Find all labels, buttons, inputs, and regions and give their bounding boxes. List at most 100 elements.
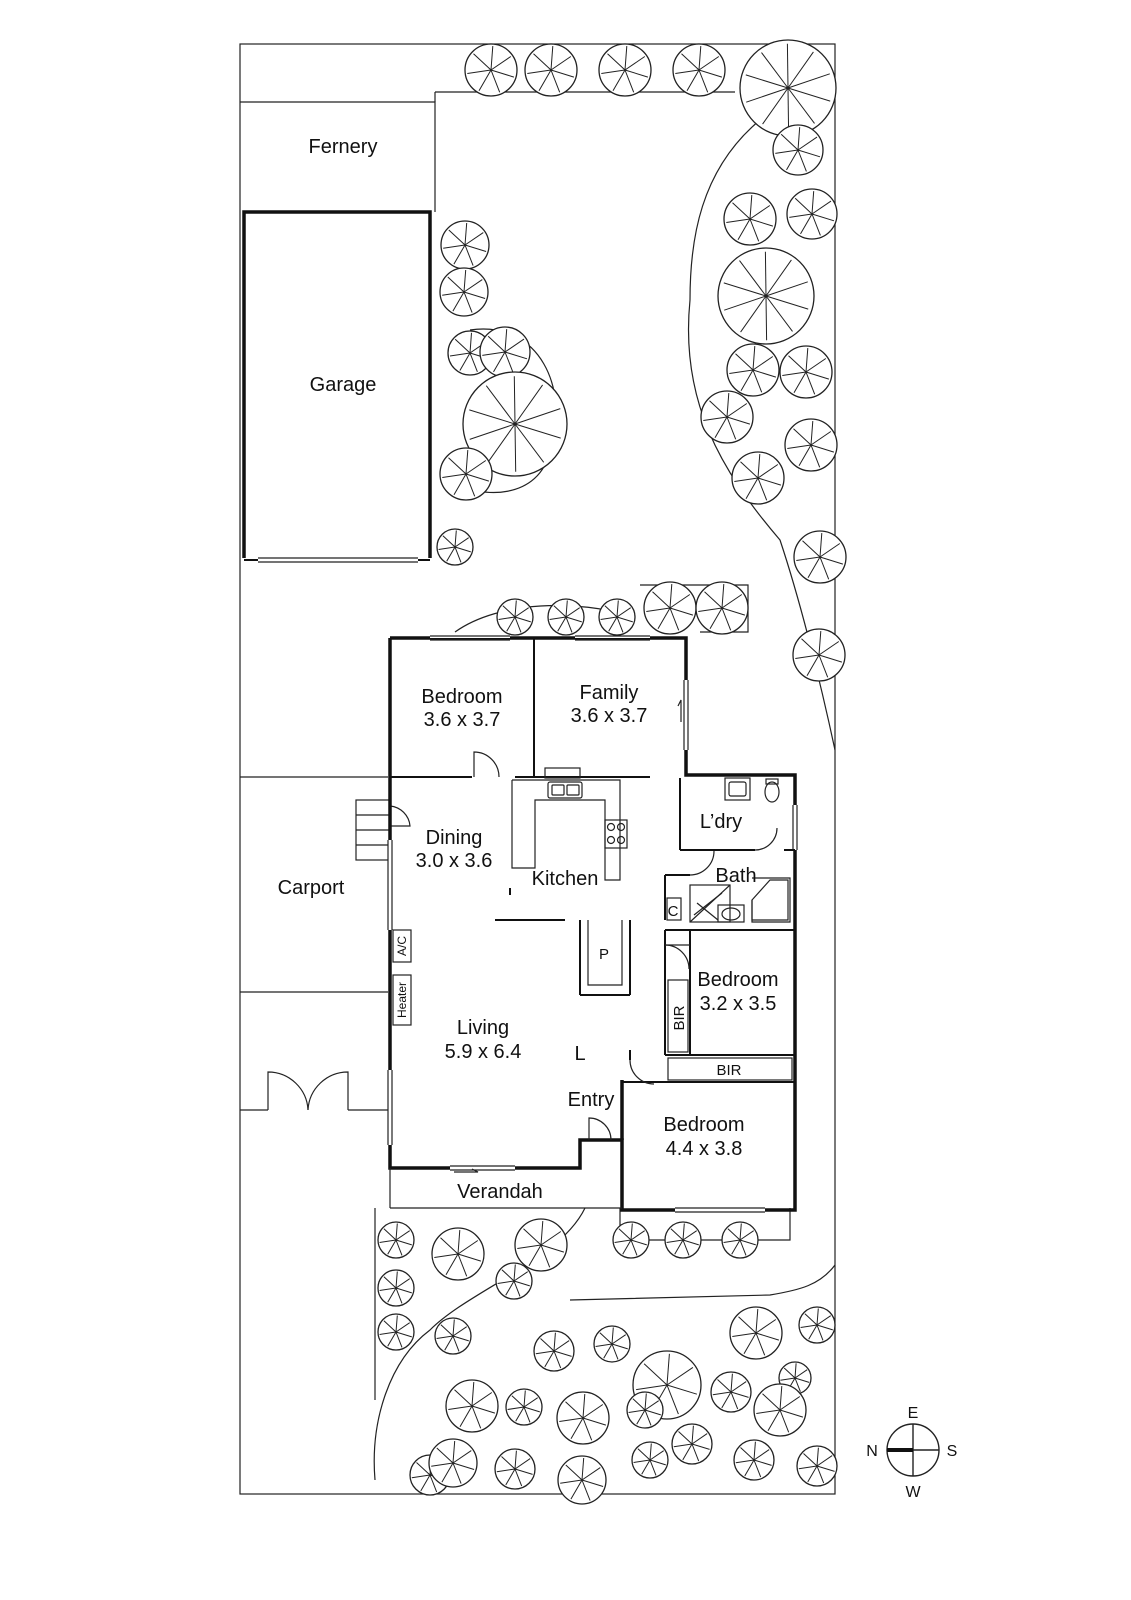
bedroom3-name: Bedroom (663, 1114, 744, 1136)
bedroom3-size: 4.4 x 3.8 (666, 1138, 743, 1160)
door-swings (473, 751, 778, 1141)
tree-symbol (753, 1383, 807, 1437)
tree-symbol (598, 598, 636, 636)
entry-label: Entry (568, 1089, 615, 1111)
tree-symbol (717, 247, 815, 345)
bedroom1-size: 3.6 x 3.7 (424, 709, 501, 731)
tree-symbol (793, 530, 847, 584)
pantry-fitting (587, 920, 623, 986)
tree-symbol (464, 43, 518, 97)
tree-symbol (377, 1313, 415, 1351)
tree-symbol (643, 581, 697, 635)
dining-name: Dining (426, 827, 483, 849)
tree-symbol (524, 43, 578, 97)
tree-symbol (547, 598, 585, 636)
verandah-label: Verandah (457, 1181, 543, 1203)
tree-symbol (514, 1218, 568, 1272)
compass-east: E (908, 1405, 919, 1422)
pantry-label: P (599, 946, 609, 963)
tree-symbol (496, 598, 534, 636)
tree-symbol (436, 528, 474, 566)
compass-west: W (905, 1484, 921, 1501)
tree-symbol (462, 371, 568, 477)
garage-structure (242, 210, 432, 563)
tree-symbol (695, 581, 749, 635)
compass-south: S (947, 1443, 958, 1460)
cupboard-label: C (668, 903, 679, 920)
tree-symbol (664, 1221, 702, 1259)
family-name: Family (580, 682, 639, 704)
tree-symbol (440, 220, 490, 270)
tree-symbol (439, 267, 489, 317)
bir-horizontal-box (667, 1057, 793, 1081)
fernery-label: Fernery (309, 136, 378, 158)
tree-symbol (495, 1262, 533, 1300)
laundry-fittings (724, 777, 780, 803)
kitchen-fittings (511, 767, 628, 881)
bedroom2-name: Bedroom (697, 969, 778, 991)
tree-symbol (729, 1306, 783, 1360)
carport-label: Carport (278, 877, 345, 899)
side-steps (355, 799, 411, 861)
tree-symbol (494, 1448, 536, 1490)
kitchen-label: Kitchen (532, 868, 599, 890)
tree-symbol (631, 1441, 669, 1479)
tree-symbol (700, 390, 754, 444)
living-name: Living (457, 1017, 509, 1039)
property-boundary (239, 43, 836, 1495)
tree-symbol (798, 1306, 836, 1344)
interior-walls (390, 638, 795, 1083)
tree-symbol (726, 343, 780, 397)
bedroom2-size: 3.2 x 3.5 (700, 993, 777, 1015)
tree-symbol (786, 188, 838, 240)
bath-label: Bath (715, 865, 756, 887)
heater-label: Heater (395, 982, 409, 1018)
living-wall-units (392, 929, 412, 1026)
ac-label: A/C (395, 936, 409, 956)
tree-symbol (431, 1227, 485, 1281)
tree-symbol (672, 43, 726, 97)
tree-symbol (533, 1330, 575, 1372)
tree-symbol (434, 1317, 472, 1355)
tree-symbol (772, 124, 824, 176)
compass-north: N (866, 1443, 878, 1460)
carport-area (240, 776, 388, 1111)
tree-symbol (796, 1445, 838, 1487)
bir-vertical-label: BIR (671, 1005, 688, 1030)
tree-symbol (779, 345, 833, 399)
tree-symbol (721, 1221, 759, 1259)
tree-symbol (557, 1455, 607, 1505)
garage-label: Garage (310, 374, 377, 396)
tree-symbol (428, 1438, 478, 1488)
tree-symbol (626, 1391, 664, 1429)
living-size: 5.9 x 6.4 (445, 1041, 522, 1063)
verandah-area (389, 1168, 622, 1209)
bir-vertical-box (667, 979, 689, 1053)
dining-size: 3.0 x 3.6 (416, 850, 493, 872)
tree-symbol (784, 418, 838, 472)
windows (387, 634, 798, 1213)
tree-symbol (671, 1423, 713, 1465)
tree-symbol (556, 1391, 610, 1445)
tree-symbol (377, 1269, 415, 1307)
tree-symbol (733, 1439, 775, 1481)
tree-symbol (445, 1379, 499, 1433)
tree-symbol (505, 1388, 543, 1426)
garden-trees (377, 39, 847, 1505)
compass-rose: N E S W (866, 1405, 957, 1501)
tree-symbol (731, 451, 785, 505)
tree-symbol (723, 192, 777, 246)
tree-symbol (439, 447, 493, 501)
tree-symbol (479, 326, 531, 378)
bedroom1-name: Bedroom (421, 686, 502, 708)
bir-horizontal-label: BIR (716, 1062, 741, 1079)
tree-symbol (377, 1221, 415, 1259)
tree-symbol (593, 1325, 631, 1363)
tree-symbol (598, 43, 652, 97)
family-size: 3.6 x 3.7 (571, 705, 648, 727)
linen-label: L (574, 1043, 585, 1065)
tree-symbol (739, 39, 837, 137)
tree-symbol (612, 1221, 650, 1259)
laundry-label: L’dry (700, 811, 742, 833)
